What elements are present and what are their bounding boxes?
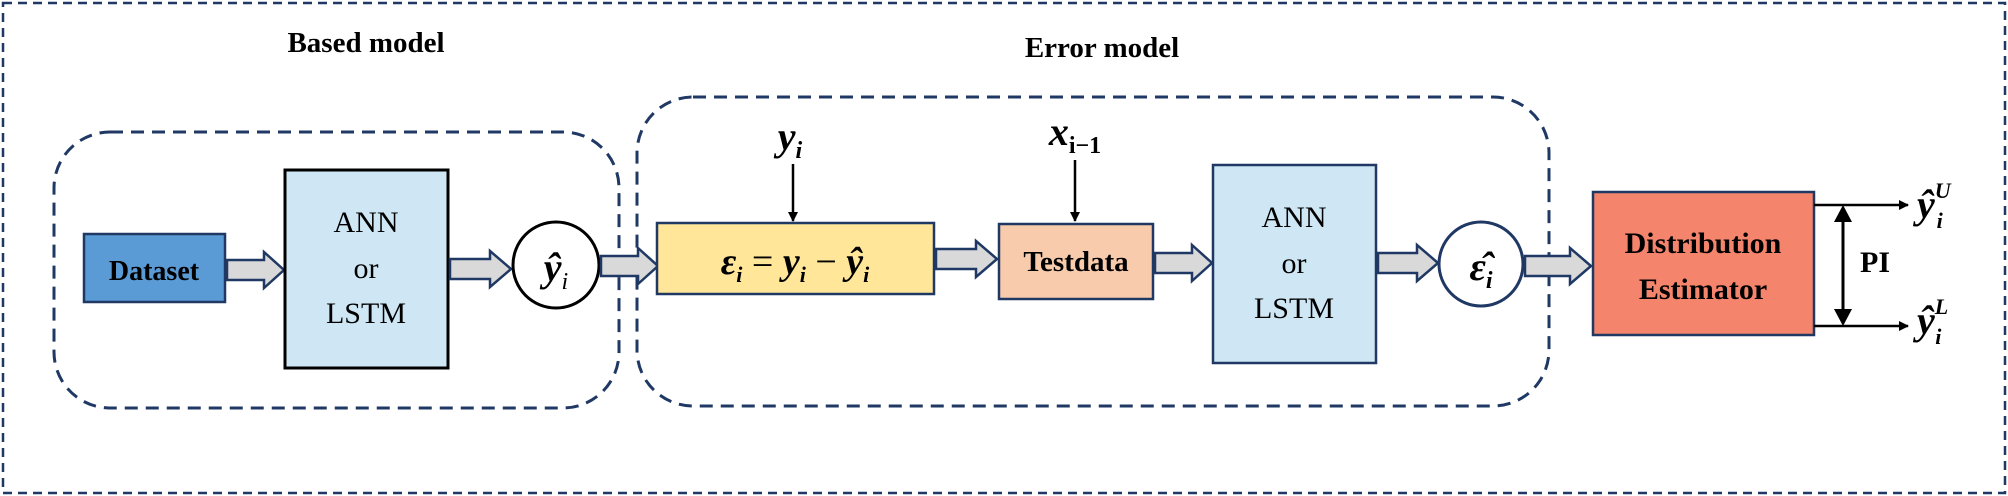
based-model-line2: or bbox=[354, 252, 379, 285]
based-model-group bbox=[52, 130, 621, 410]
yhat-symbol: ŷi bbox=[540, 245, 568, 295]
based-model-box bbox=[283, 168, 450, 370]
distribution-estimator-box bbox=[1591, 190, 1816, 337]
error-equation: εi = yi − ŷi bbox=[721, 241, 870, 287]
based-model-title: Based model bbox=[287, 27, 444, 59]
pi-arrow-top-head bbox=[1834, 205, 1852, 222]
input-y-label: yi bbox=[774, 114, 803, 164]
pi-label: PI bbox=[1860, 246, 1890, 279]
input-x-label: xi−1 bbox=[1048, 109, 1101, 159]
block-arrow-model-to-yhat bbox=[448, 248, 513, 290]
dataset-label: Dataset bbox=[109, 256, 200, 287]
block-arrow-model-to-epshat bbox=[1376, 242, 1440, 284]
testdata-box bbox=[997, 222, 1155, 301]
error-model-line2: or bbox=[1282, 247, 1307, 280]
error-equation-box bbox=[655, 221, 936, 296]
yhat-node bbox=[511, 220, 601, 310]
estimator-line1: Distribution bbox=[1625, 227, 1782, 260]
error-model-title: Error model bbox=[1025, 32, 1179, 64]
pi-arrow-bottom-head bbox=[1834, 309, 1852, 326]
block-arrow-epshat-to-estimator bbox=[1523, 245, 1593, 287]
based-model-line1: ANN bbox=[334, 206, 399, 239]
testdata-label: Testdata bbox=[1023, 246, 1129, 278]
block-arrow-yhat-to-error bbox=[599, 245, 660, 287]
error-model-box bbox=[1211, 163, 1378, 365]
based-model-line3: LSTM bbox=[326, 297, 406, 330]
epshat-node bbox=[1437, 220, 1525, 308]
error-model-group bbox=[635, 95, 1551, 408]
block-arrow-testdata-to-model bbox=[1153, 242, 1214, 284]
error-model-line3: LSTM bbox=[1254, 292, 1334, 325]
estimator-line2: Estimator bbox=[1639, 273, 1767, 306]
block-arrow-dataset-to-model bbox=[225, 249, 286, 291]
block-arrow-error-to-testdata bbox=[934, 238, 999, 280]
dataset-box bbox=[82, 232, 227, 304]
error-model-line1: ANN bbox=[1262, 201, 1327, 234]
